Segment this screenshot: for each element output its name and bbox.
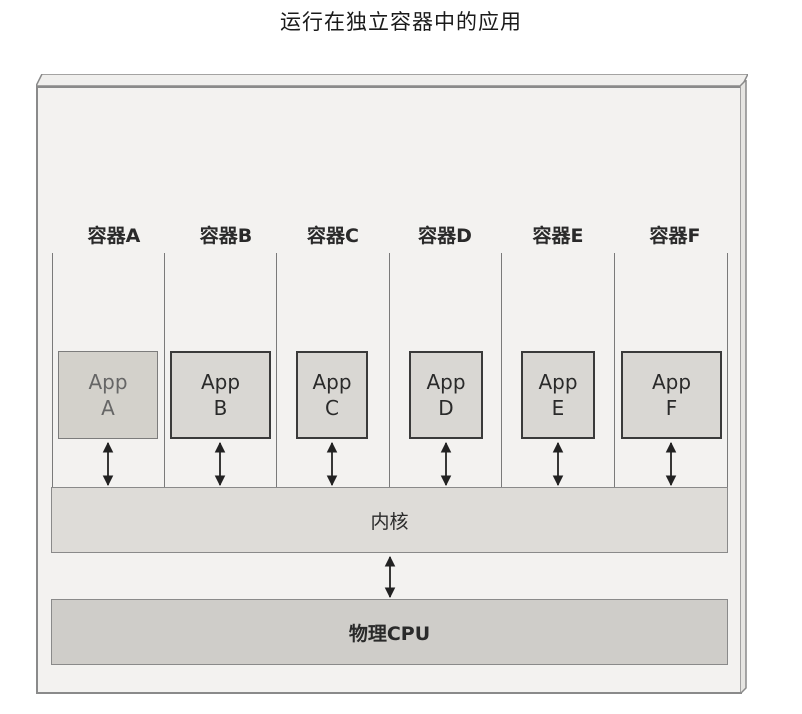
app-box-c-line2: C (325, 396, 339, 420)
container-label-c: 容器C (307, 225, 359, 247)
app-box-d-line2: D (438, 396, 454, 420)
app-box-f: App F (621, 351, 722, 439)
app-box-e-line2: E (551, 396, 565, 420)
app-box-b-line2: B (213, 396, 228, 420)
app-box-e-line1: App (538, 370, 578, 394)
container-divider (614, 253, 615, 487)
container-divider (276, 253, 277, 487)
kernel-label: 内核 (370, 510, 409, 533)
diagram-title: 运行在独立容器中的应用 (280, 10, 522, 34)
container-divider (727, 253, 728, 487)
app-box-e: App E (521, 351, 595, 439)
app-box-d-line1: App (426, 370, 466, 394)
app-box-b: App B (170, 351, 271, 439)
container-divider (52, 253, 53, 487)
app-box-b-line1: App (200, 370, 241, 394)
app-box-a-line1: App (88, 370, 128, 394)
cpu-layer: 物理CPU (51, 599, 728, 665)
app-box-c: App C (296, 351, 368, 439)
container-label-b: 容器B (199, 225, 253, 247)
app-box-c-line1: App (312, 370, 352, 394)
app-box-d: App D (409, 351, 483, 439)
app-box-a: App A (58, 351, 158, 439)
container-label-f: 容器F (649, 225, 701, 247)
container-label-a: 容器A (87, 225, 141, 247)
app-box-f-line2: F (665, 396, 678, 420)
app-box-a-line2: A (101, 396, 115, 420)
container-label-d: 容器D (418, 225, 472, 247)
container-label-e: 容器E (532, 225, 584, 247)
kernel-layer: 内核 (51, 487, 728, 553)
container-divider (501, 253, 502, 487)
app-box-f-line1: App (651, 370, 692, 394)
container-divider (164, 253, 165, 487)
cpu-label: 物理CPU (348, 622, 431, 645)
frame-right-edge (740, 80, 747, 694)
container-divider (389, 253, 390, 487)
